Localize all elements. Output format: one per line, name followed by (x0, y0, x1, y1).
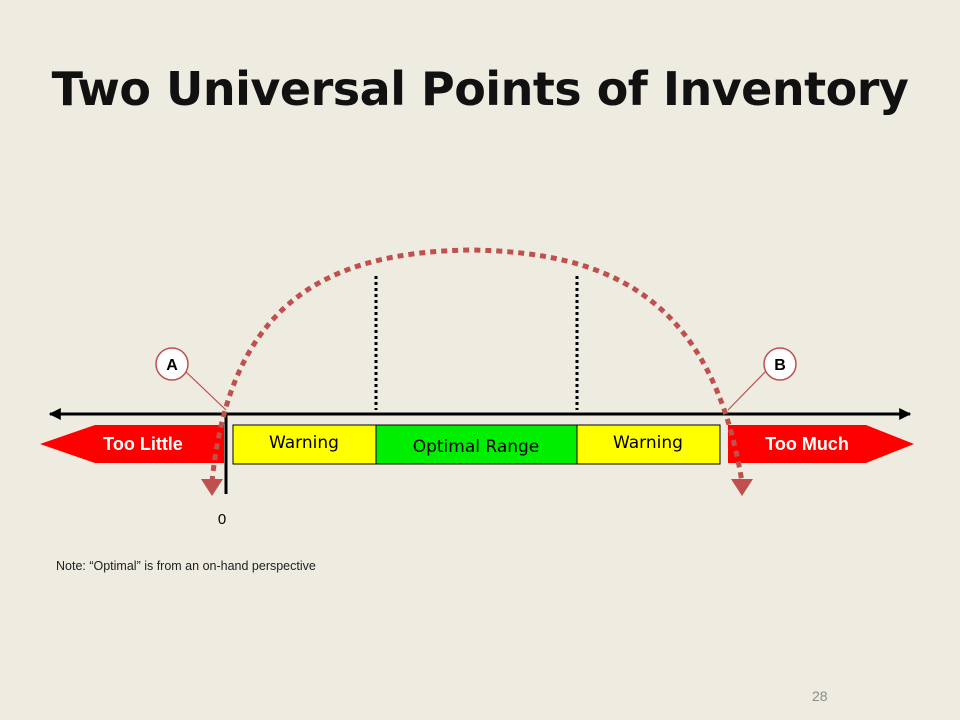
curve-arrow-right-icon (731, 479, 753, 496)
too-little-label: Too Little (103, 434, 183, 454)
page-number: 28 (812, 688, 828, 704)
too-much-banner (728, 425, 914, 463)
too-much-label: Too Much (765, 434, 849, 454)
warning-right-zone (576, 424, 721, 465)
callout-b-leader (727, 369, 768, 411)
perspective-note: Note: “Optimal” is from an on-hand persp… (56, 559, 316, 573)
callout-a-leader (183, 369, 227, 411)
callout-a-label: A (166, 357, 178, 374)
zero-label: 0 (218, 511, 226, 528)
curve-arrow-left-icon (201, 479, 223, 496)
warning-right-label: Warning (613, 433, 683, 453)
warning-left-label: Warning (269, 433, 339, 453)
callout-b-circle (763, 347, 797, 381)
optimal-range-label: Optimal Range (413, 437, 540, 457)
callout-a-circle (155, 347, 189, 381)
callout-b-label: B (774, 357, 786, 374)
slide-title: Two Universal Points of Inventory (51, 62, 909, 116)
too-little-banner (40, 425, 224, 463)
optimal-range-zone (375, 424, 578, 465)
warning-left-zone (232, 424, 377, 465)
